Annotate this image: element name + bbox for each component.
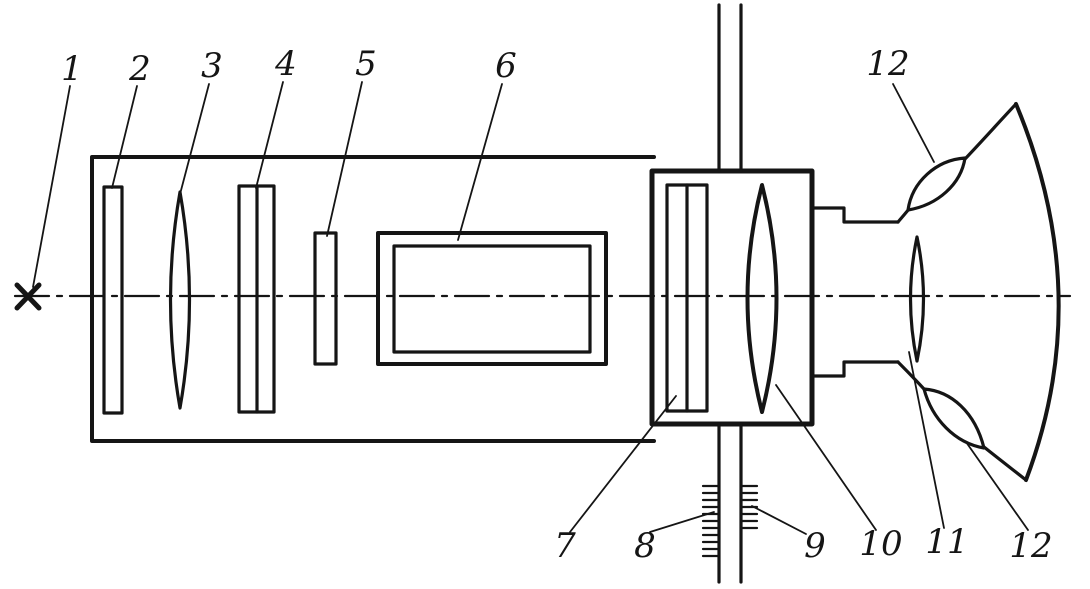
barrel-bottom-wall xyxy=(810,360,900,378)
eyelid-top-12 xyxy=(906,156,967,212)
plate-2 xyxy=(102,185,124,415)
plate-7 xyxy=(665,183,709,413)
leader-line-12-bottom xyxy=(965,441,1029,531)
leader-line-1 xyxy=(32,85,71,288)
part-label-7: 7 xyxy=(554,526,576,566)
observer-eye xyxy=(896,102,1061,482)
cell-6-outer xyxy=(376,231,608,366)
cell-6-inner xyxy=(392,244,592,354)
leader-line-11 xyxy=(908,351,945,529)
diagram-strokes xyxy=(13,3,1072,584)
part-label-12-bottom: 12 xyxy=(1009,526,1052,566)
eyepiece-housing-outline xyxy=(649,168,815,427)
plate-4 xyxy=(237,184,276,414)
leader-line-7 xyxy=(569,395,677,533)
leader-line-4 xyxy=(255,81,284,189)
adjustment-rod xyxy=(701,3,759,584)
part-label-6: 6 xyxy=(495,46,517,86)
eye-bottom-connector xyxy=(896,360,926,391)
cell-6 xyxy=(376,231,608,366)
main-housing-outline xyxy=(90,155,656,443)
leader-line-2 xyxy=(111,85,138,189)
lens-3 xyxy=(168,190,192,410)
part-label-3: 3 xyxy=(201,46,223,86)
part-label-2: 2 xyxy=(128,49,151,89)
leader-line-9 xyxy=(751,505,807,535)
eye-bottom-lash-line xyxy=(982,445,1028,482)
part-label-9: 9 xyxy=(804,526,826,566)
barrel-top-wall xyxy=(810,206,900,224)
leader-line-10 xyxy=(775,384,877,531)
point-source-mark xyxy=(14,282,42,311)
leader-line-3 xyxy=(178,83,210,199)
part-label-10: 10 xyxy=(859,524,902,564)
part-label-12-top: 12 xyxy=(866,44,909,84)
scale-ticks-right xyxy=(739,484,759,530)
eye-top-lash-line xyxy=(963,102,1018,161)
part-label-1: 1 xyxy=(61,49,83,89)
scale-ticks-left xyxy=(701,484,721,558)
part-label-8: 8 xyxy=(634,526,656,566)
part-label-11: 11 xyxy=(925,522,968,562)
part-label-5: 5 xyxy=(355,44,377,84)
leader-line-8 xyxy=(649,511,715,533)
eyelid-bottom-12 xyxy=(922,387,986,450)
leader-line-12-top xyxy=(892,83,935,163)
part-labels: 1 2 3 4 5 6 12 7 8 9 10 11 12 xyxy=(61,44,1052,566)
lens-10 xyxy=(745,183,779,414)
rod-lower-lines xyxy=(717,422,743,584)
eye-outline-arc xyxy=(1014,102,1061,482)
part-label-4: 4 xyxy=(274,44,297,84)
rod-upper-lines xyxy=(717,3,743,173)
leader-line-5 xyxy=(326,81,363,237)
plate-5 xyxy=(313,231,338,366)
leader-line-6 xyxy=(457,83,503,241)
eyepiece-barrel xyxy=(810,206,900,378)
leader-lines xyxy=(32,81,1029,535)
lens-11 xyxy=(908,235,926,363)
